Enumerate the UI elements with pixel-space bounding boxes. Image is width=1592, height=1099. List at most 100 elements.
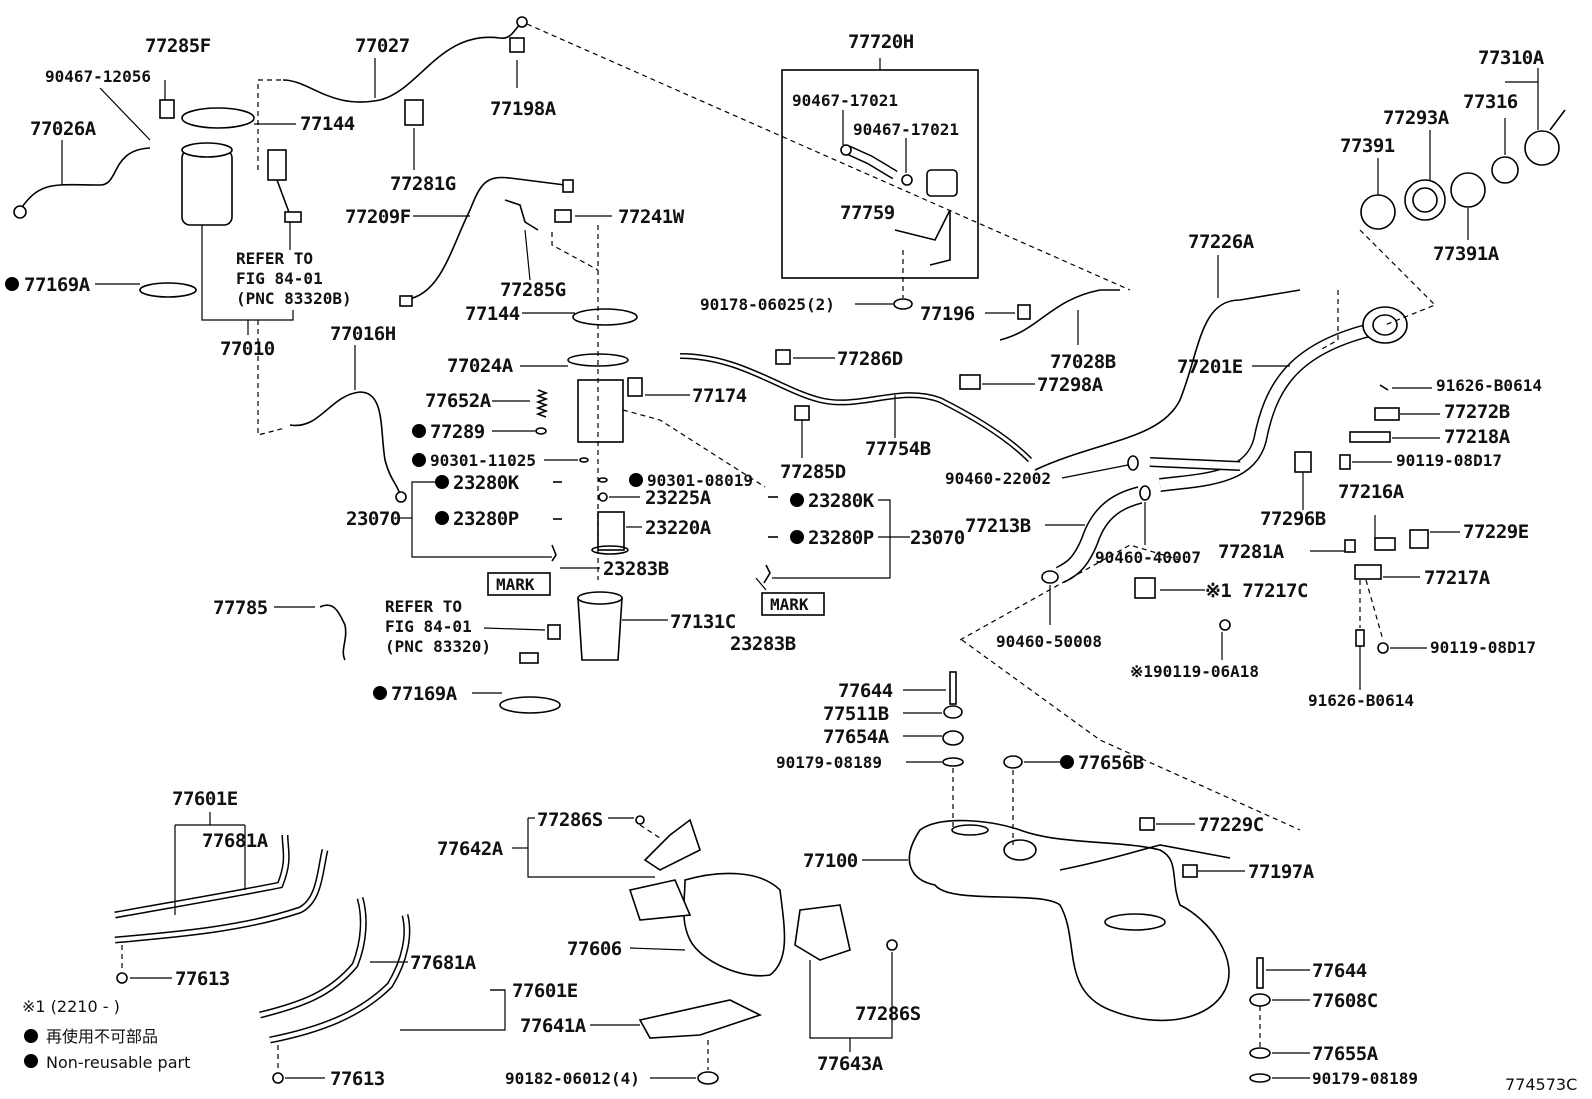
label-77213B[interactable]: 77213B [965, 515, 1031, 537]
label-77316[interactable]: 77316 [1463, 91, 1518, 113]
canister-77131C[interactable] [577, 597, 623, 661]
label-77285G[interactable]: 77285G [500, 279, 566, 301]
label-90467-17021-b[interactable]: 90467-17021 [853, 120, 959, 139]
clip-77285D[interactable] [794, 405, 810, 421]
label-77285D[interactable]: 77285D [780, 461, 846, 483]
label-23225A[interactable]: 23225A [645, 487, 712, 509]
label-77285F[interactable]: 77285F [145, 35, 211, 57]
clamp-90460-22002[interactable] [1127, 455, 1139, 471]
ring-77293A[interactable] [1404, 179, 1446, 221]
label-77606[interactable]: 77606 [567, 938, 622, 960]
label-90179-08189-a[interactable]: 90179-08189 [776, 753, 882, 772]
bracket-77217A[interactable] [1354, 564, 1382, 580]
label-90182-06012[interactable]: 90182-06012(4) [505, 1069, 640, 1088]
label-90467-12056[interactable]: 90467-12056 [45, 67, 151, 86]
valve-77229C[interactable] [1139, 817, 1155, 831]
label-77298A[interactable]: 77298A [1037, 374, 1104, 396]
clip-77286S-a[interactable] [635, 815, 645, 825]
oring-90301-11025[interactable] [579, 457, 589, 463]
ring-77144[interactable] [572, 308, 638, 326]
label-77681A-a[interactable]: 77681A [202, 830, 269, 852]
label-77644-b[interactable]: 77644 [1312, 960, 1367, 982]
label-77100[interactable]: 77100 [803, 850, 858, 872]
pump-23220A[interactable] [597, 511, 625, 551]
label-90119-08D17-a[interactable]: 90119-08D17 [1396, 451, 1502, 470]
gasket-77391[interactable] [1360, 194, 1396, 230]
label-90460-22002[interactable]: 90460-22002 [945, 469, 1051, 488]
label-77197A[interactable]: 77197A [1248, 861, 1315, 883]
label-91626-B0614-a[interactable]: 91626-B0614 [1436, 376, 1542, 395]
clip-77241W[interactable] [554, 209, 572, 223]
bracket-77229E[interactable] [1409, 529, 1429, 549]
fuel-tank-77100[interactable] [908, 819, 1230, 1022]
label-77169A-a[interactable]: 77169A [24, 274, 91, 296]
label-77241W[interactable]: 77241W [618, 206, 685, 228]
label-77681A-b[interactable]: 77681A [410, 952, 477, 974]
cushion-77656B[interactable] [1003, 755, 1023, 769]
label-77026A[interactable]: 77026A [30, 118, 97, 140]
bolt-77644-a[interactable] [949, 671, 957, 705]
label-77391[interactable]: 77391 [1340, 135, 1395, 157]
label-77644-a[interactable]: 77644 [838, 680, 893, 702]
label-77643A[interactable]: 77643A [817, 1053, 884, 1075]
label-77010[interactable]: 77010 [220, 338, 275, 360]
bracket-77285G[interactable] [504, 199, 539, 231]
label-77391A[interactable]: 77391A [1433, 243, 1500, 265]
oring-77169A-b[interactable] [499, 696, 561, 714]
tube-77226A[interactable] [1034, 289, 1301, 471]
label-77218A[interactable]: 77218A [1444, 426, 1511, 448]
label-77016H[interactable]: 77016H [330, 323, 396, 345]
filter-23225A[interactable] [598, 492, 608, 502]
label-23070-b[interactable]: 23070 [910, 527, 965, 549]
label-77654A[interactable]: 77654A [823, 726, 890, 748]
tube-77026A[interactable] [19, 147, 151, 211]
connector-77026A[interactable] [13, 205, 27, 219]
label-77310A[interactable]: 77310A [1478, 47, 1545, 69]
clamp-90467-17021-b[interactable] [901, 174, 913, 186]
protector-77606[interactable] [682, 872, 786, 977]
oring-77289[interactable] [535, 427, 547, 435]
bolt-91626-B0614-b[interactable] [1355, 629, 1365, 647]
label-77281A[interactable]: 77281A [1218, 541, 1285, 563]
bolt-90119-08D17-a[interactable] [1339, 454, 1351, 470]
clamp-90460-40007[interactable] [1139, 485, 1151, 501]
bolt-91626-B0614-a[interactable] [1379, 384, 1389, 391]
label-23280P-a[interactable]: 23280P [453, 508, 519, 530]
nut-90178-06025[interactable] [893, 298, 913, 310]
label-77024A[interactable]: 77024A [447, 355, 514, 377]
pad-77296B[interactable] [1294, 451, 1312, 473]
label-77209F[interactable]: 77209F [345, 206, 411, 228]
regulator-23283B[interactable] [551, 544, 557, 562]
clamp-90460-50008[interactable] [1041, 570, 1059, 584]
label-77281G[interactable]: 77281G [390, 173, 456, 195]
label-90460-50008[interactable]: 90460-50008 [996, 632, 1102, 651]
label-77642A[interactable]: 77642A [437, 838, 504, 860]
label-90178-06025[interactable]: 90178-06025(2) [700, 295, 835, 314]
bolt-77613-a[interactable] [116, 972, 128, 984]
oring-77169A-a[interactable] [139, 282, 197, 298]
cap-77310A[interactable] [1524, 130, 1560, 166]
label-77144-a[interactable]: 77144 [300, 113, 355, 135]
hose-77028B[interactable] [999, 289, 1120, 341]
label-77785[interactable]: 77785 [213, 597, 268, 619]
bracket-77281G[interactable] [404, 99, 424, 126]
label-77226A[interactable]: 77226A [1188, 231, 1255, 253]
label-77198A[interactable]: 77198A [490, 98, 557, 120]
label-77601E-a[interactable]: 77601E [172, 788, 238, 810]
label-77511B[interactable]: 77511B [823, 703, 889, 725]
label-77656B[interactable]: 77656B [1078, 752, 1144, 774]
bracket-77217C[interactable] [1134, 577, 1156, 599]
label-77641A[interactable]: 77641A [520, 1015, 587, 1037]
label-77201E[interactable]: 77201E [1177, 356, 1243, 378]
clip-77286S-b[interactable] [886, 939, 898, 951]
label-77028B[interactable]: 77028B [1050, 351, 1116, 373]
label-77131C[interactable]: 77131C [670, 611, 736, 633]
tube-77754B[interactable] [679, 353, 1033, 463]
label-77655A[interactable]: 77655A [1312, 1043, 1379, 1065]
label-77229E[interactable]: 77229E [1463, 521, 1529, 543]
label-23283B-a[interactable]: 23283B [603, 558, 669, 580]
label-77286S-b[interactable]: 77286S [855, 1003, 921, 1025]
label-90301-11025[interactable]: 90301-11025 [430, 451, 536, 470]
sender-gauge[interactable] [267, 149, 287, 181]
label-90179-08189-b[interactable]: 90179-08189 [1312, 1069, 1418, 1088]
